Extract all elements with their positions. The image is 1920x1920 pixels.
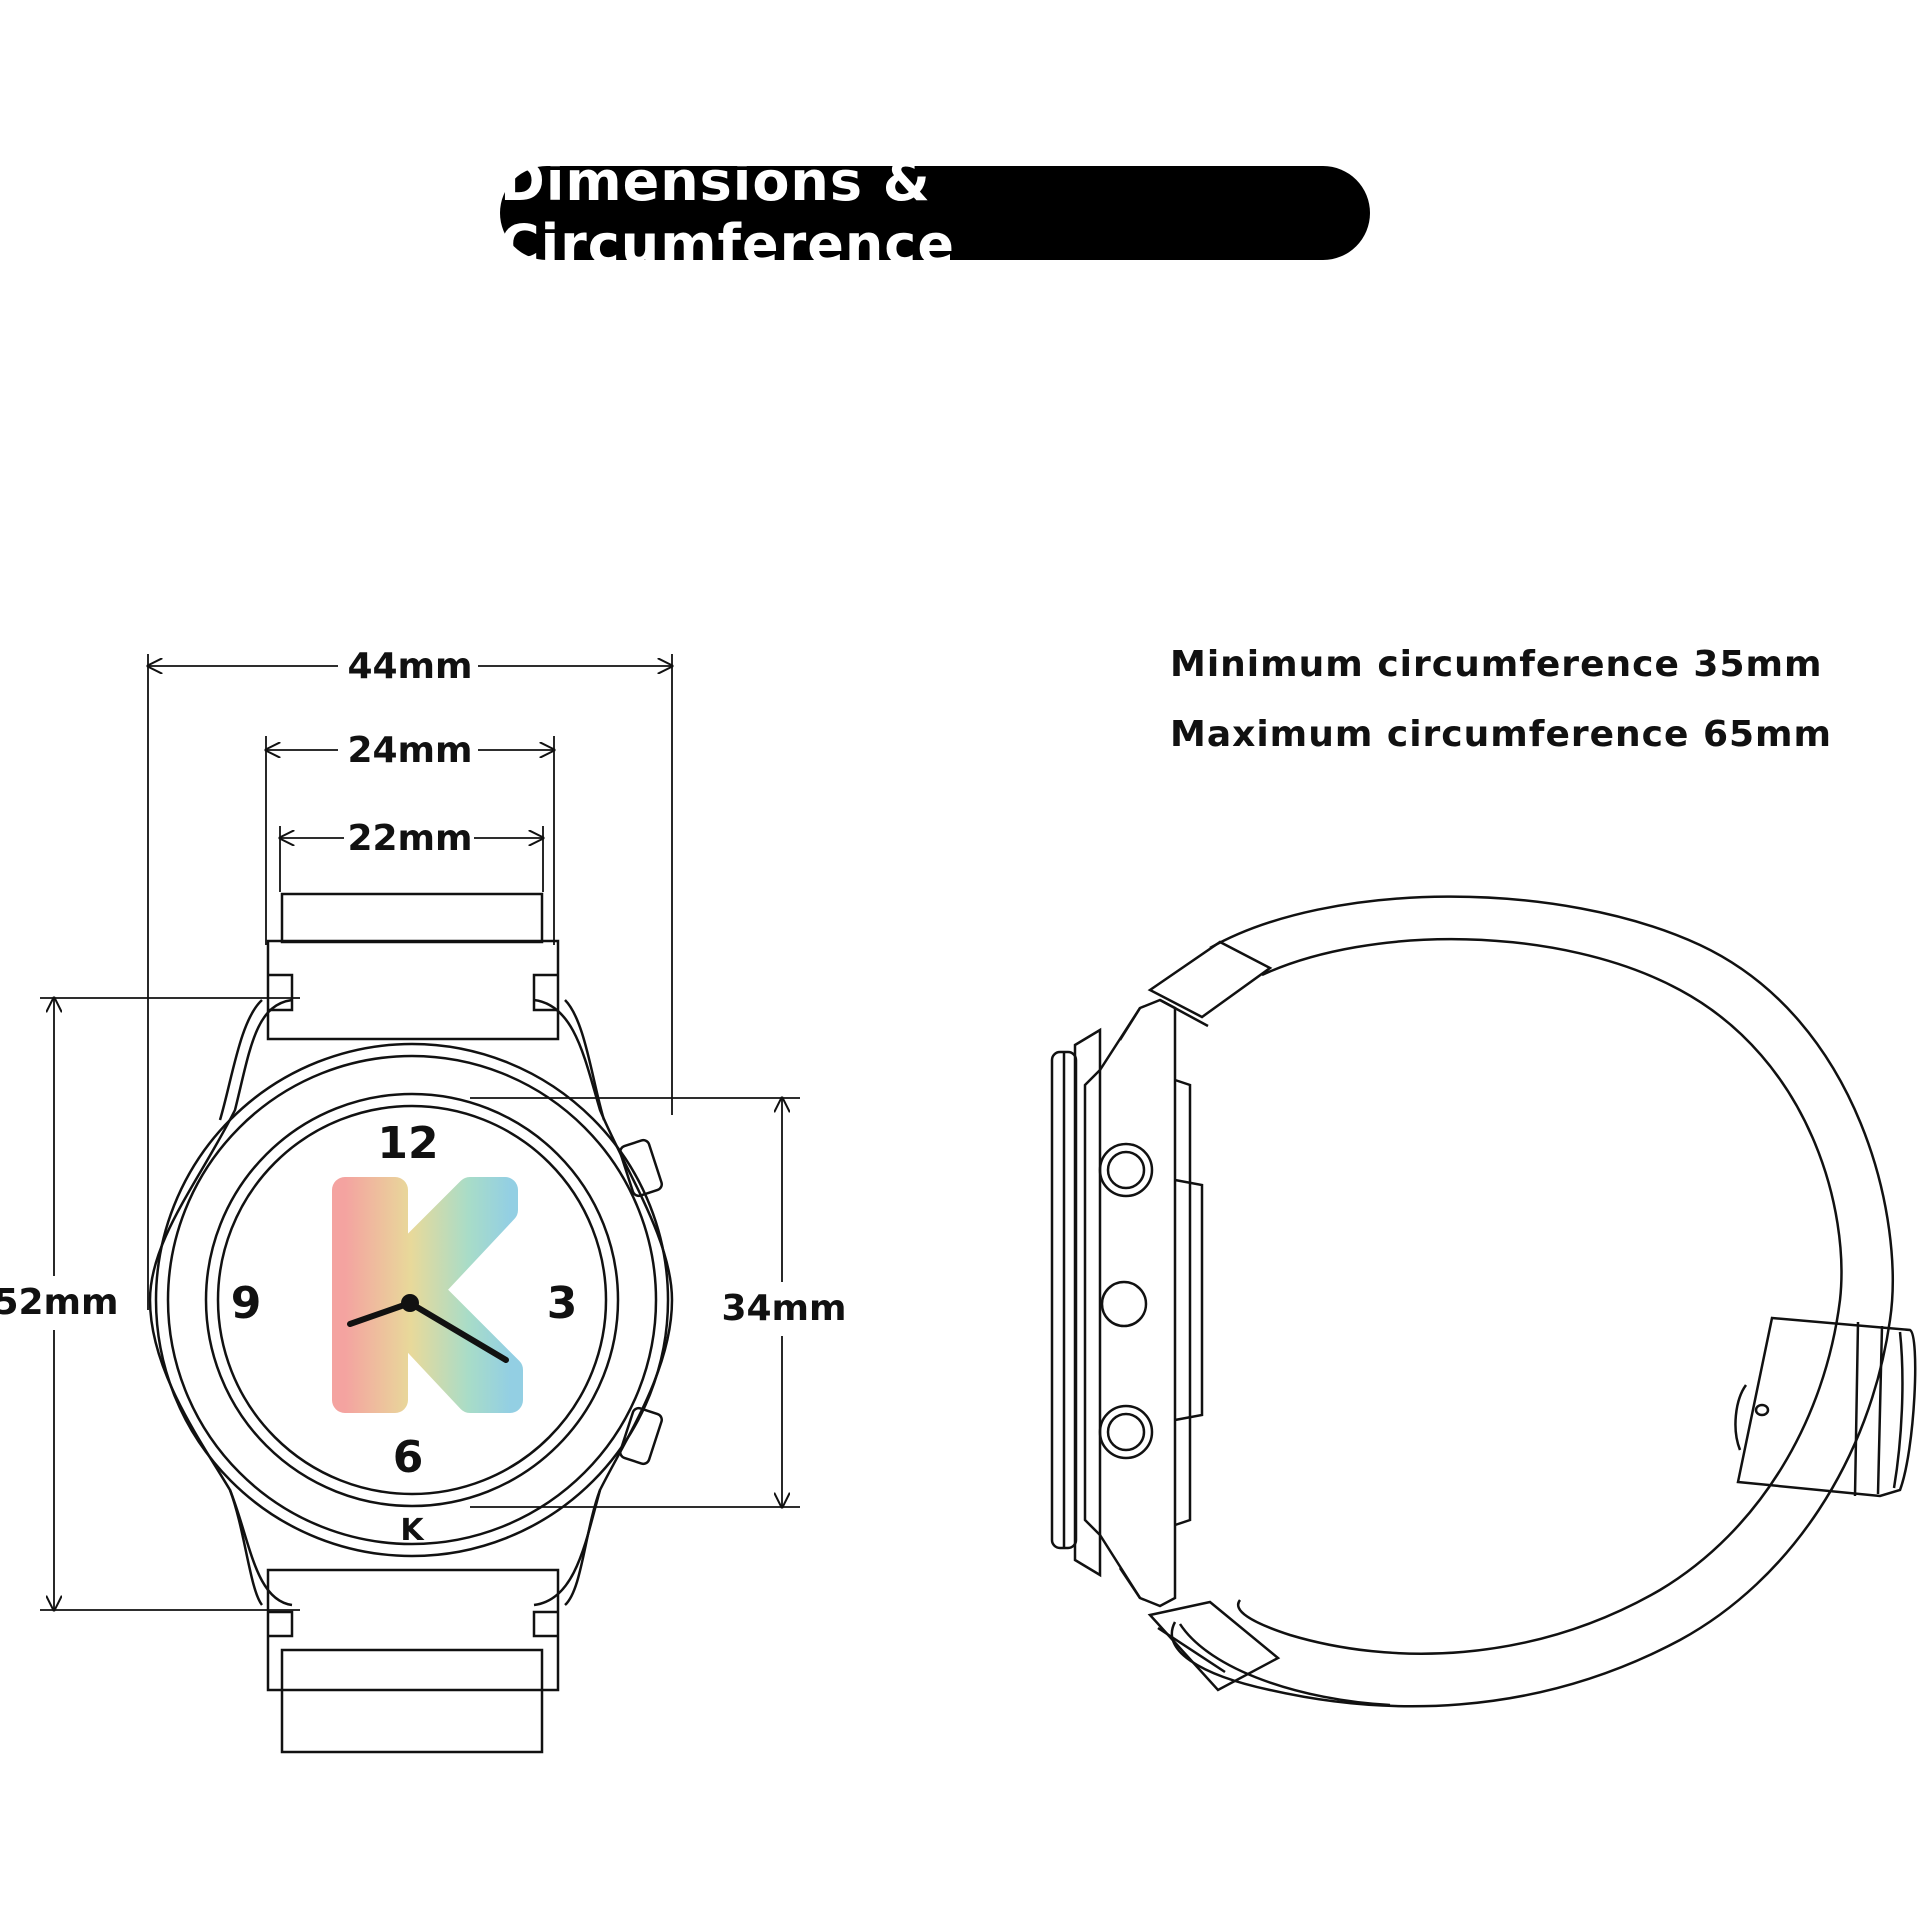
band-width-label: 22mm xyxy=(347,818,472,859)
top-strap-keeper xyxy=(266,939,560,1041)
display-diameter-label: 34mm xyxy=(721,1288,846,1329)
dial-inner xyxy=(216,1104,608,1496)
dial-outer xyxy=(204,1092,620,1508)
upper-button xyxy=(619,1138,663,1198)
dial-number-6: 6 xyxy=(393,1432,424,1483)
max-circumference-label: Maximum circumference 65mm xyxy=(1170,714,1833,755)
side-case-body xyxy=(1083,998,1177,1608)
side-button-bottom xyxy=(1098,1404,1154,1460)
lug-width-label: 24mm xyxy=(347,730,472,771)
k-logo-icon xyxy=(332,1177,523,1413)
bezel-inner xyxy=(166,1054,658,1546)
hour-hand xyxy=(347,1300,413,1327)
case-height-label: 52mm xyxy=(0,1282,119,1323)
top-strap xyxy=(280,892,544,944)
watch-hands xyxy=(347,1294,509,1363)
minute-hand xyxy=(407,1300,509,1363)
bezel-outer xyxy=(154,1042,670,1558)
buckle xyxy=(1736,1316,1917,1498)
bottom-strap xyxy=(280,1648,544,1754)
bezel-logo-letter: K xyxy=(400,1513,425,1548)
top-strap-connector xyxy=(1147,940,1273,1019)
band-outer xyxy=(1170,895,1894,1708)
bottom-strap-connector xyxy=(1147,1600,1281,1692)
min-circumference-label: Minimum circumference 35mm xyxy=(1170,644,1823,685)
dial-number-9: 9 xyxy=(231,1278,262,1329)
hand-pivot xyxy=(401,1294,419,1312)
buckle-pin-hole xyxy=(1754,1403,1770,1417)
dial-number-12: 12 xyxy=(377,1118,438,1169)
side-button-middle xyxy=(1100,1280,1148,1328)
front-view-watch xyxy=(148,892,674,1754)
lower-button xyxy=(619,1406,663,1466)
band-inner xyxy=(1237,937,1843,1655)
case-width-label: 44mm xyxy=(347,646,472,687)
side-view-watch xyxy=(1050,895,1917,1708)
bottom-strap-keeper xyxy=(266,1568,560,1692)
side-button-top xyxy=(1098,1142,1154,1198)
dial-number-3: 3 xyxy=(547,1278,578,1329)
